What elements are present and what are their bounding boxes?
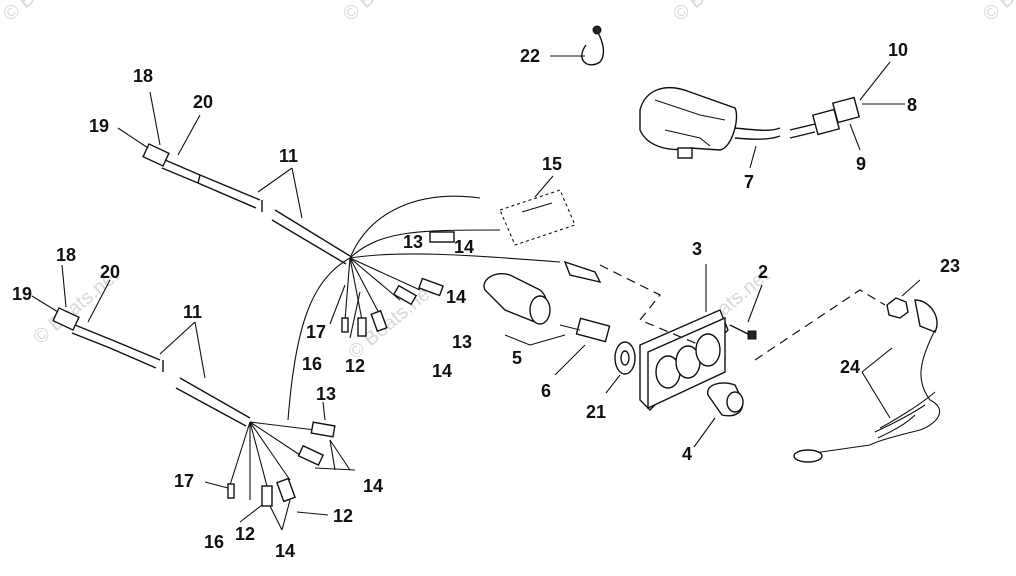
callout-20: 20 — [193, 92, 213, 112]
callout-15: 15 — [542, 154, 562, 174]
callout-14: 14 — [275, 541, 295, 561]
panel-3-drawing — [639, 264, 729, 411]
callout-14: 14 — [454, 237, 474, 257]
callout-11: 11 — [279, 146, 298, 166]
callout-22: 22 — [520, 46, 540, 66]
callout-14: 14 — [363, 476, 383, 496]
callout-labels: 22 10 8 9 7 18 20 19 11 15 13 14 18 20 1… — [12, 40, 960, 561]
callout-16: 16 — [204, 532, 224, 552]
callout-21: 21 — [586, 402, 606, 422]
callout-13: 13 — [403, 232, 423, 252]
callout-10: 10 — [888, 40, 908, 60]
key-switch-drawing — [483, 260, 611, 376]
callout-12: 12 — [345, 356, 365, 376]
callout-11: 11 — [183, 302, 202, 322]
screw-2-drawing — [729, 284, 763, 340]
callout-3: 3 — [692, 239, 702, 259]
clip-22-drawing — [550, 25, 605, 66]
watermark-text: © Boats.net — [339, 0, 434, 26]
callout-8: 8 — [907, 95, 917, 115]
callout-12: 12 — [333, 506, 353, 526]
lanyard-24-drawing — [793, 279, 941, 463]
washer-21-drawing — [605, 341, 636, 394]
callout-13: 13 — [452, 332, 472, 352]
callout-13: 13 — [316, 384, 336, 404]
callout-9: 9 — [856, 154, 866, 174]
callout-17: 17 — [306, 322, 326, 342]
callout-19: 19 — [12, 284, 32, 304]
callout-4: 4 — [682, 444, 692, 464]
callout-12: 12 — [235, 524, 255, 544]
callout-23: 23 — [940, 256, 960, 276]
callout-14: 14 — [446, 287, 466, 307]
callout-18: 18 — [133, 66, 153, 86]
callout-7: 7 — [744, 172, 754, 192]
callout-2: 2 — [758, 262, 768, 282]
decal-15-drawing — [499, 175, 576, 246]
upper-harness-drawing — [117, 91, 561, 421]
dashed-connectors — [599, 264, 886, 361]
callout-24: 24 — [840, 357, 860, 377]
watermark-text: © Boats.net — [979, 0, 1016, 26]
watermark-text: © Boats.net — [0, 0, 94, 26]
callout-5: 5 — [512, 348, 522, 368]
callout-18: 18 — [56, 245, 76, 265]
lower-harness-drawing — [31, 264, 356, 531]
callout-16: 16 — [302, 354, 322, 374]
callout-6: 6 — [541, 381, 551, 401]
callout-19: 19 — [89, 116, 109, 136]
stop-switch-drawing — [639, 61, 905, 169]
callout-17: 17 — [174, 471, 194, 491]
callout-14: 14 — [432, 361, 452, 381]
watermark-text: © Boats.net — [669, 0, 764, 26]
callout-20: 20 — [100, 262, 120, 282]
knob-4-drawing — [693, 382, 744, 448]
